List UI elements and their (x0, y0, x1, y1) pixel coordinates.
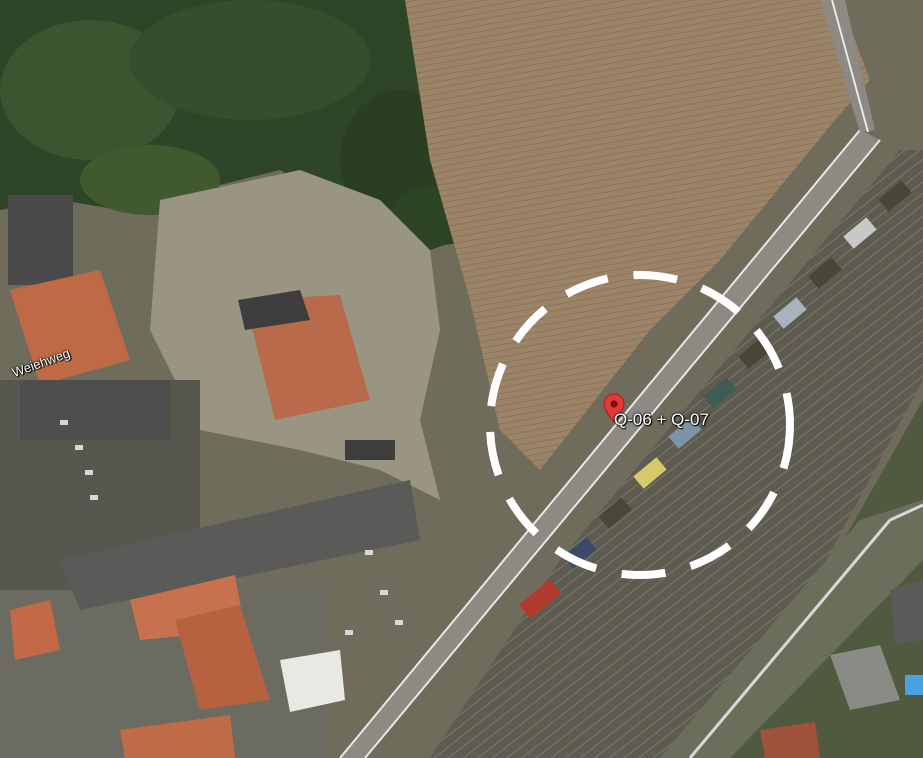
map-pin-icon[interactable] (603, 393, 625, 423)
buildings (8, 195, 923, 758)
agricultural-field (405, 0, 870, 470)
freight-train (518, 180, 912, 619)
main-road (340, 130, 880, 758)
highlight-circle (486, 271, 794, 579)
marker-label[interactable]: Q-06 + Q-07 (614, 410, 709, 429)
